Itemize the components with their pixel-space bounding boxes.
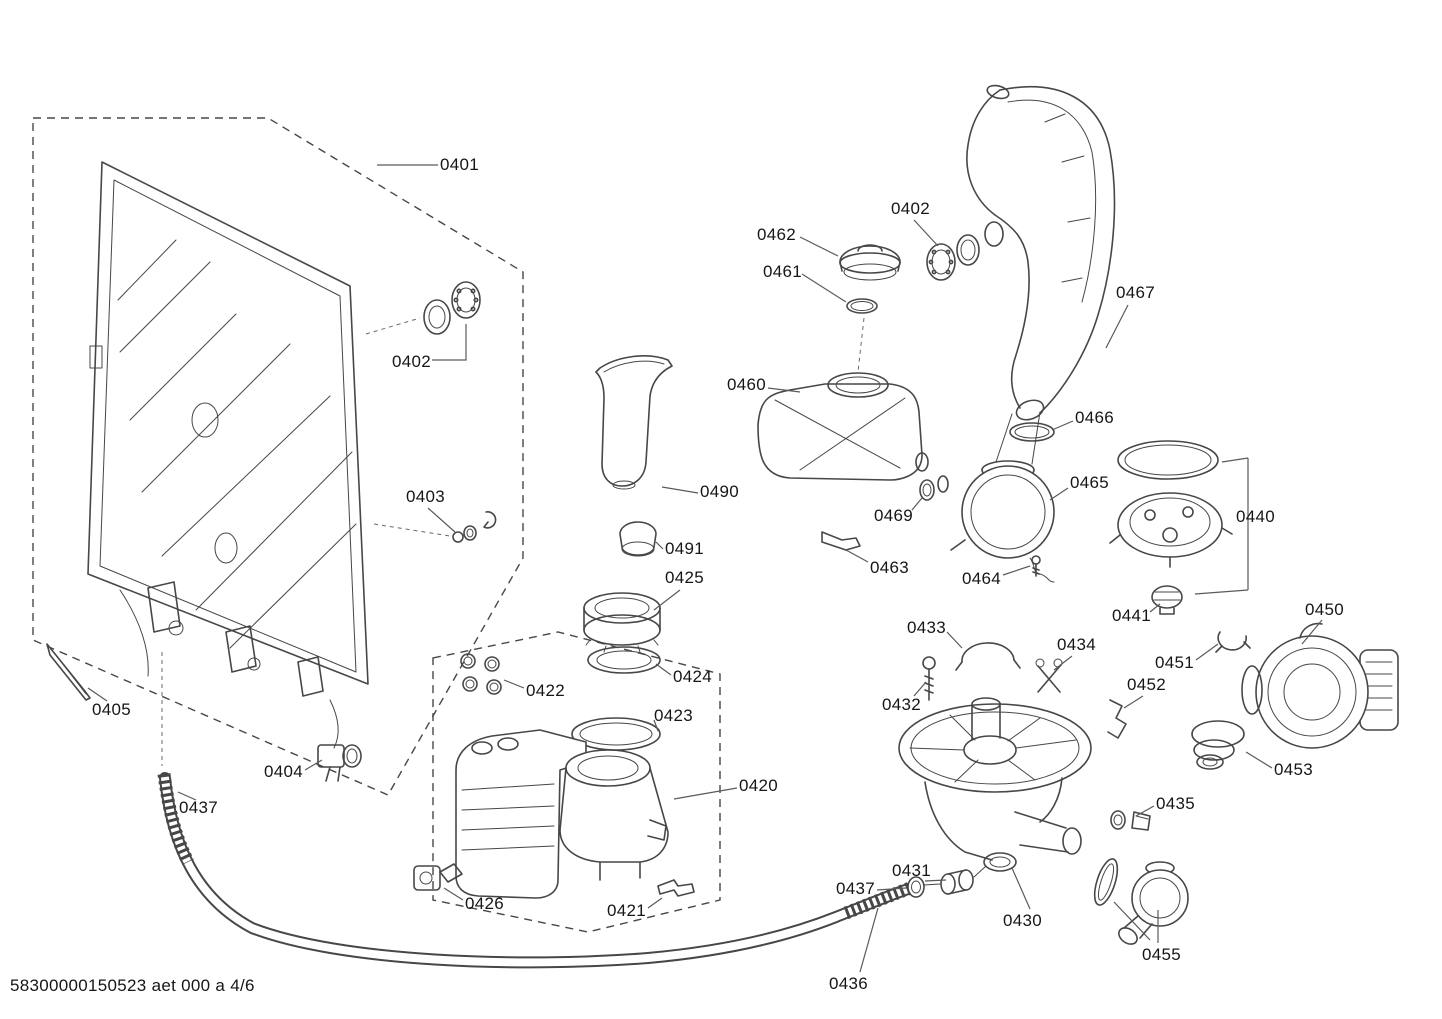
- part-label-0461: 0461: [763, 262, 803, 281]
- part-label-0437-2: 0437: [836, 879, 876, 898]
- part-label-0404: 0404: [264, 762, 304, 781]
- cap-ring-0424: [587, 646, 661, 674]
- part-label-0423: 0423: [654, 706, 694, 725]
- part-label-0434: 0434: [1057, 635, 1097, 654]
- clamp-0433: [955, 642, 1021, 671]
- panel-slot: [89, 345, 103, 369]
- part-label-0422: 0422: [526, 681, 566, 700]
- part-label-0451: 0451: [1155, 653, 1195, 672]
- salt-container-0460: [757, 372, 929, 481]
- clamp-spring-0451: [1215, 631, 1251, 653]
- clip-0452: [1107, 699, 1127, 739]
- grommet-and-seal-0402b: [926, 221, 1004, 281]
- outlet-cone-0453: [1191, 720, 1245, 770]
- leader-lines: [87, 164, 1323, 973]
- part-label-0432: 0432: [882, 695, 922, 714]
- part-label-0403: 0403: [406, 487, 446, 506]
- part-label-0402-2: 0402: [891, 199, 931, 218]
- part-label-0441: 0441: [1112, 606, 1152, 625]
- part-label-0431: 0431: [892, 861, 932, 880]
- part-label-0469: 0469: [874, 506, 914, 525]
- inlet-valve-0404: [317, 744, 362, 782]
- bracket-0463: [821, 531, 861, 551]
- part-label-0453: 0453: [1274, 760, 1314, 779]
- part-label-0463: 0463: [870, 558, 910, 577]
- water-softener-0420: [455, 729, 669, 899]
- part-label-0440: 0440: [1236, 507, 1276, 526]
- panel-hole: [191, 402, 219, 438]
- bracket-0421: [657, 879, 695, 897]
- part-label-0466: 0466: [1075, 408, 1115, 427]
- part-label-0435: 0435: [1156, 794, 1196, 813]
- clip-0434: [1035, 658, 1063, 693]
- screw-0464: [1031, 555, 1041, 577]
- part-label-0460: 0460: [727, 375, 767, 394]
- part-label-0490: 0490: [700, 482, 740, 501]
- panel-hinge-parts: [119, 581, 339, 749]
- part-label-0430: 0430: [1003, 911, 1043, 930]
- micro-motor-0441: [1151, 585, 1183, 615]
- part-label-0426: 0426: [465, 894, 505, 913]
- part-label-0437: 0437: [179, 798, 219, 817]
- part-label-0433: 0433: [907, 618, 947, 637]
- seal-and-grommet-0402: [423, 281, 481, 335]
- seal-rings-0422: [460, 653, 502, 695]
- part-label-0464: 0464: [962, 569, 1002, 588]
- panel-hole: [214, 532, 238, 564]
- part-label-0401: 0401: [440, 155, 480, 174]
- plug-0491: [619, 521, 657, 557]
- dispenser-cap-0462: [839, 244, 901, 281]
- oring-0461: [846, 298, 878, 314]
- heat-pump-0450: [1241, 622, 1399, 749]
- dashed-assembly-boxes: [32, 117, 721, 933]
- part-label-0420: 0420: [739, 776, 779, 795]
- drain-hose-drawing: [157, 772, 987, 969]
- hose-end-ring-0437: [907, 876, 925, 898]
- door-panel-drawing: [87, 161, 369, 749]
- assembly-axis-lines: [161, 317, 865, 766]
- part-label-0436: 0436: [829, 974, 869, 993]
- trim-strip-0405: [46, 643, 91, 701]
- part-label-0450: 0450: [1305, 600, 1345, 619]
- part-label-0402: 0402: [392, 352, 432, 371]
- clip-parts-0403: [452, 511, 497, 543]
- drain-pump-0455: [1093, 858, 1189, 945]
- valve-parts-0435: [1110, 810, 1151, 831]
- part-label-0491: 0491: [665, 539, 705, 558]
- pump-flange-0440: [1109, 440, 1233, 568]
- gasket-0466: [1009, 422, 1055, 442]
- regeneration-valve-0426: [413, 863, 463, 891]
- document-code: 58300000150523 aet 000 a 4/6: [10, 976, 255, 995]
- part-label-0425: 0425: [665, 568, 705, 587]
- part-label-0467: 0467: [1116, 283, 1156, 302]
- vent-duct-0467: [966, 84, 1116, 421]
- part-label-0421: 0421: [607, 901, 647, 920]
- part-label-0455: 0455: [1142, 945, 1182, 964]
- part-label-0452: 0452: [1127, 675, 1167, 694]
- part-label-0465: 0465: [1070, 473, 1110, 492]
- screw-0432: [922, 656, 936, 701]
- sump-assembly-0430: [898, 697, 1092, 872]
- seal-rings-0469: [919, 475, 949, 501]
- funnel-0490: [595, 355, 673, 490]
- salt-cap-0425: [583, 592, 661, 653]
- part-label-0424: 0424: [673, 667, 713, 686]
- circulation-pump-0465: [950, 411, 1055, 583]
- hose-coupler-0431: [923, 865, 987, 895]
- part-label-0405: 0405: [92, 700, 132, 719]
- part-label-0462: 0462: [757, 225, 797, 244]
- hose-corrugation-end: [843, 881, 913, 920]
